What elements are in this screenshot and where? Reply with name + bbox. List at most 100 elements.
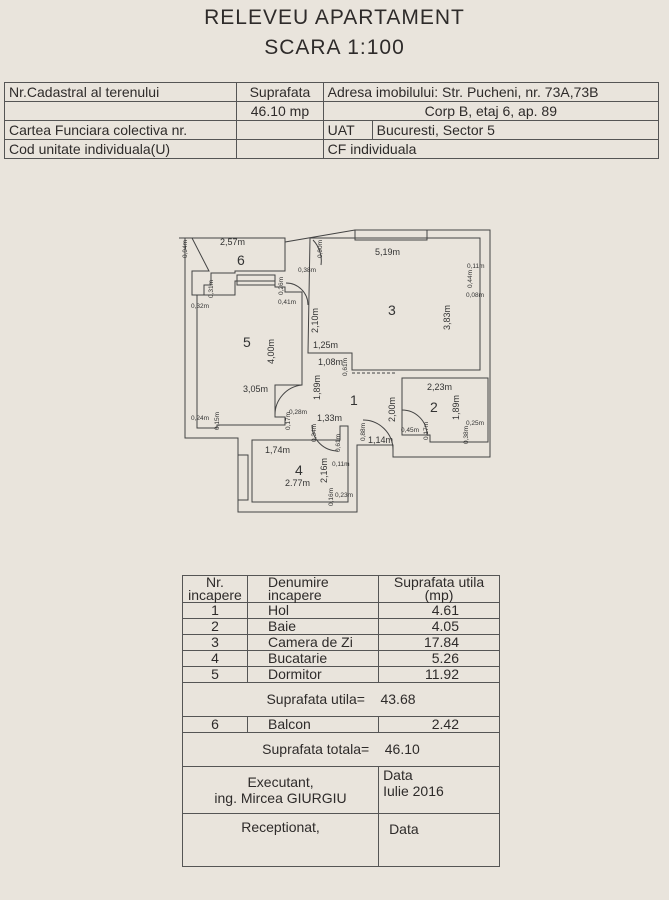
- door-arc: [311, 424, 339, 452]
- window: [237, 454, 249, 501]
- executant-label: Executant,: [247, 774, 314, 790]
- room-number: 4: [182, 650, 248, 667]
- room-label: 4: [295, 462, 303, 478]
- empty-cell: [3, 101, 238, 121]
- uat-value: Bucuresti, Sector 5: [371, 120, 660, 140]
- outer-wall: [179, 229, 491, 513]
- dimension-label: 1,14m: [368, 435, 393, 445]
- dimension-label: 0,32m: [191, 303, 209, 310]
- door-arc: [362, 419, 394, 451]
- dimension-label: 0,11m: [467, 263, 485, 270]
- executant-cell: Executant,ing. Mircea GIURGIU: [181, 766, 380, 814]
- dimension-label: 0,34m: [311, 424, 318, 442]
- total-value: 46.10: [384, 741, 420, 757]
- room-name: Camera de Zi: [246, 634, 380, 651]
- util-value: 43.68: [380, 691, 416, 707]
- dimension-label: 0,45m: [401, 427, 419, 434]
- dimension-label: 2,16m: [319, 458, 329, 483]
- surface-label: Suprafata: [236, 82, 324, 102]
- address-line2: Corp B, etaj 6, ap. 89: [322, 101, 660, 121]
- room-name: Bucatarie: [246, 650, 380, 667]
- room-number: 3: [182, 634, 248, 651]
- room-number: 2: [182, 618, 248, 635]
- room-name: Dormitor: [246, 666, 380, 683]
- dimension-label: 0,08m: [466, 292, 484, 299]
- address: Adresa imobilului: Str. Pucheni, nr. 73A…: [322, 82, 660, 102]
- door-arc: [312, 239, 322, 266]
- balcon-area: 2.42: [378, 716, 500, 733]
- dimension-label: 2,57m: [220, 237, 245, 247]
- dimension-label: 1,74m: [265, 445, 290, 455]
- room-2-wall: [401, 377, 489, 443]
- room-area: 11.92: [378, 666, 500, 683]
- dimension-label: 0,41m: [278, 299, 296, 306]
- dimension-label: 4,00m: [266, 339, 276, 364]
- dimension-label: 0,24m: [191, 415, 209, 422]
- dimension-label: 1,25m: [313, 340, 338, 350]
- room-area: 5.26: [378, 650, 500, 667]
- engineer-name: ing. Mircea GIURGIU: [214, 790, 347, 806]
- window: [354, 229, 428, 241]
- cf-colectiva-label: Cartea Funciara colectiva nr.: [3, 120, 238, 140]
- total-row: Suprafata totala= 46.10: [182, 732, 500, 767]
- dimension-label: 1,89m: [312, 375, 322, 400]
- total-label: Suprafata totala=: [262, 741, 370, 757]
- header-area: Suprafata utila (mp): [378, 575, 500, 603]
- dimension-label: 0,17m: [423, 422, 430, 440]
- date-label: Data: [383, 767, 413, 783]
- room-3-wall: [307, 237, 481, 371]
- receptionat-date: Data: [378, 813, 500, 867]
- dimension-label: 0,16m: [328, 488, 335, 506]
- room-6-wall: [191, 237, 286, 296]
- balcon-nr: 6: [182, 716, 248, 733]
- dimension-label: 0,26m: [278, 277, 285, 295]
- util-label: Suprafata utila=: [266, 691, 365, 707]
- cadastral-label: Nr.Cadastral al terenului: [3, 82, 238, 102]
- dimension-label: 1,08m: [318, 357, 343, 367]
- room-label: 1: [350, 392, 358, 408]
- dimension-label: 0,88m: [360, 423, 367, 441]
- document-title: RELEVEU APARTAMENT: [204, 6, 465, 29]
- dimension-label: 0,17m: [285, 412, 292, 430]
- dimension-label: 0,94m: [182, 240, 189, 258]
- dimension-label: 0,28m: [289, 409, 307, 416]
- room-area: 17.84: [378, 634, 500, 651]
- dimension-label: 0,38m: [298, 267, 316, 274]
- room-area: 4.05: [378, 618, 500, 635]
- empty-cell: [236, 120, 324, 140]
- dimension-label: 2,00m: [387, 397, 397, 422]
- header-name: Denumire incapere: [246, 575, 380, 603]
- cod-unitate-label: Cod unitate individuala(U): [3, 139, 238, 159]
- dimension-label: 0,61m: [342, 358, 349, 376]
- dimension-label: 0,11m: [332, 461, 350, 468]
- dimension-label: 0,23m: [335, 492, 353, 499]
- dimension-label: 3,83m: [442, 305, 452, 330]
- date-value: Iulie 2016: [383, 783, 444, 799]
- dimension-label: 0,61m: [335, 434, 342, 452]
- room-name: Hol: [246, 602, 380, 619]
- dimension-label: 0,44m: [467, 270, 474, 288]
- dimension-label: 0,15m: [214, 412, 221, 430]
- room-label: 5: [243, 334, 251, 350]
- room-name: Baie: [246, 618, 380, 635]
- room-area: 4.61: [378, 602, 500, 619]
- door-arc: [285, 282, 309, 306]
- dimension-label: 0,31m: [208, 280, 215, 298]
- empty-cell: [236, 139, 324, 159]
- dimension-label: 2.77m: [285, 478, 310, 488]
- cf-individuala-label: CF individuala: [322, 139, 660, 159]
- receptionat-cell: Receptionat,: [181, 813, 380, 867]
- dimension-label: 5,19m: [375, 247, 400, 257]
- dimension-label: 0,90m: [317, 240, 324, 258]
- room-label: 3: [388, 302, 396, 318]
- surface-value: 46.10 mp: [236, 101, 324, 121]
- dimension-label: 1,33m: [317, 413, 342, 423]
- scale-label: SCARA 1:100: [264, 36, 405, 59]
